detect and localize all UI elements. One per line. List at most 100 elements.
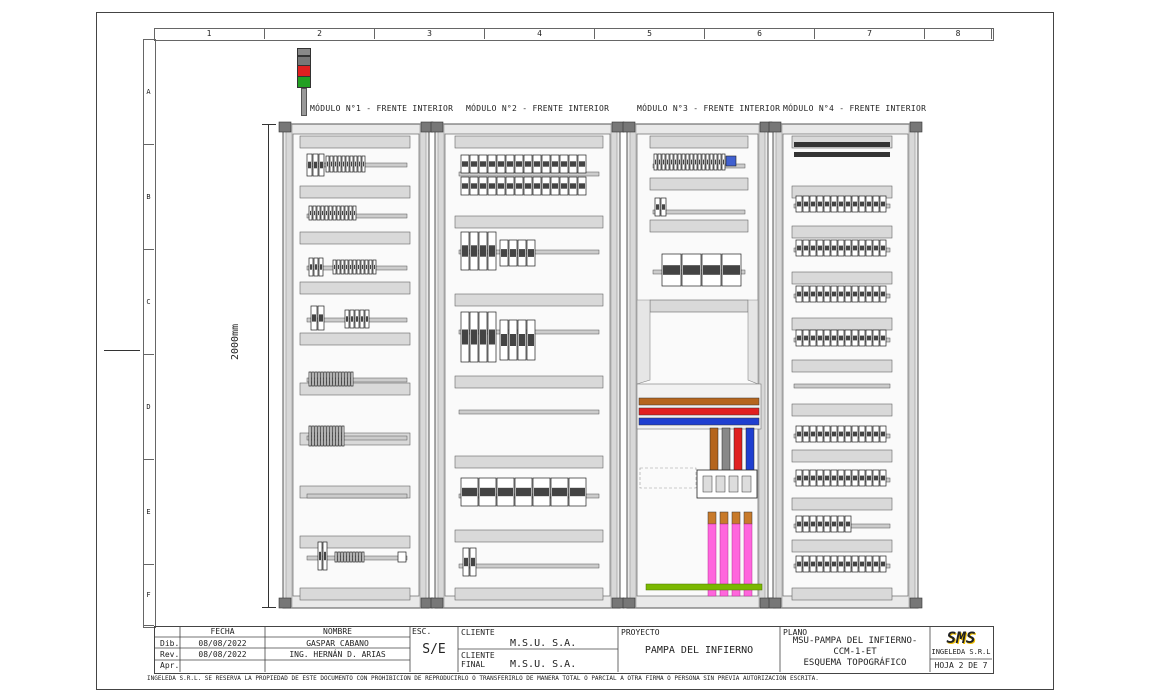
device-detail [804,431,808,437]
device-detail [363,161,364,167]
device-detail [342,210,343,216]
module-1-terminal [326,371,330,387]
device-detail [579,183,585,189]
busbar-l1 [638,397,760,406]
device-detail [711,159,712,165]
din-rail [652,209,746,215]
device-detail [534,487,549,497]
tb-plan-line2: CCM-1-ET [833,647,877,657]
grid-column-6: 6 [705,28,815,39]
main-breaker-pole [741,475,752,493]
device-detail [860,201,864,207]
tb-sheet: HOJA 2 DE 7 [934,661,988,670]
device-detail [818,475,822,481]
module-1-title: MÓDULO N°1 - FRENTE INTERIOR [310,104,454,113]
module-1-terminal [311,425,315,447]
module-1-terminal [317,425,321,447]
device-detail [881,201,885,207]
device-detail [335,161,336,167]
tb-esc-header: ESC. [412,627,432,636]
device-detail [552,487,567,497]
tb-project-label: PROYECTO [621,628,660,637]
frame-corner [278,597,292,609]
module-1-terminal [344,371,348,387]
device-detail [318,210,319,216]
module-1-terminal [338,371,342,387]
tb-plan-label: PLANO [783,628,808,637]
device-detail [687,159,688,165]
main-breaker-pole [728,475,739,493]
module-1-duct [299,332,411,346]
tb-final-client-value: M.S.U. S.A. [510,659,577,670]
device-detail [510,249,516,257]
device-detail [579,161,585,167]
device-detail [818,291,822,297]
device-detail [832,291,836,297]
device-detail [338,210,339,216]
device-detail [320,264,322,270]
device-detail [832,431,836,437]
module-2-duct [454,375,604,389]
module-1-terminal [350,371,354,387]
device-detail [374,264,375,270]
tb-fecha-header: FECHA [210,627,235,636]
device-detail [811,335,815,341]
module-1-terminal [329,371,333,387]
device-detail [818,201,822,207]
module-1-terminal [308,371,312,387]
device-detail [342,264,343,270]
module-4-duct [791,449,893,463]
device-detail [804,201,808,207]
module-1-terminal [332,371,336,387]
grid-column-1: 1 [154,28,265,39]
device-detail [324,551,326,561]
disclaimer: INGELEDA S.R.L. SE RESERVA LA PROPIEDAD … [147,675,819,682]
device-detail [723,159,724,165]
device-detail [881,475,885,481]
module-1-terminal [352,551,356,563]
device-detail [359,161,360,167]
device-detail [818,561,822,567]
device-detail [867,201,871,207]
title-block [154,626,994,674]
device-detail [326,210,327,216]
device-detail [570,487,585,497]
module-3-duct [649,135,749,149]
device-detail [350,264,351,270]
device-detail [663,159,664,165]
module-1-terminal [314,425,318,447]
tb-role-apr: Apr. [160,661,180,670]
device-detail [691,159,692,165]
device-detail [308,161,311,169]
tb-role-rev: Rev. [160,650,180,659]
power-cable [719,523,729,597]
device-detail [881,245,885,251]
device-detail [825,431,829,437]
module-4-title: MÓDULO N°4 - FRENTE INTERIOR [783,104,927,113]
module-1-terminal [338,425,342,447]
device-detail [715,159,716,165]
device-detail [310,264,312,270]
module-3-title: MÓDULO N°3 - FRENTE INTERIOR [637,104,781,113]
din-rail [306,435,408,441]
device-detail [846,245,850,251]
device-detail [498,183,504,189]
device-detail [839,561,843,567]
module-4-duct [791,539,893,553]
busbar-l3 [638,417,760,426]
column-grid [154,28,994,41]
device-detail [480,487,495,497]
device-detail [825,475,829,481]
module-4-duct [791,271,893,285]
main-breaker-pole [715,475,726,493]
device-detail [881,335,885,341]
device-detail [528,249,534,257]
module-1-terminal [317,371,321,387]
frame-corner [622,597,636,609]
device-detail [656,204,659,210]
module-3-duct [649,177,749,191]
device-detail [675,159,676,165]
device-detail [853,245,857,251]
device-detail [874,245,878,251]
device-detail [825,291,829,297]
